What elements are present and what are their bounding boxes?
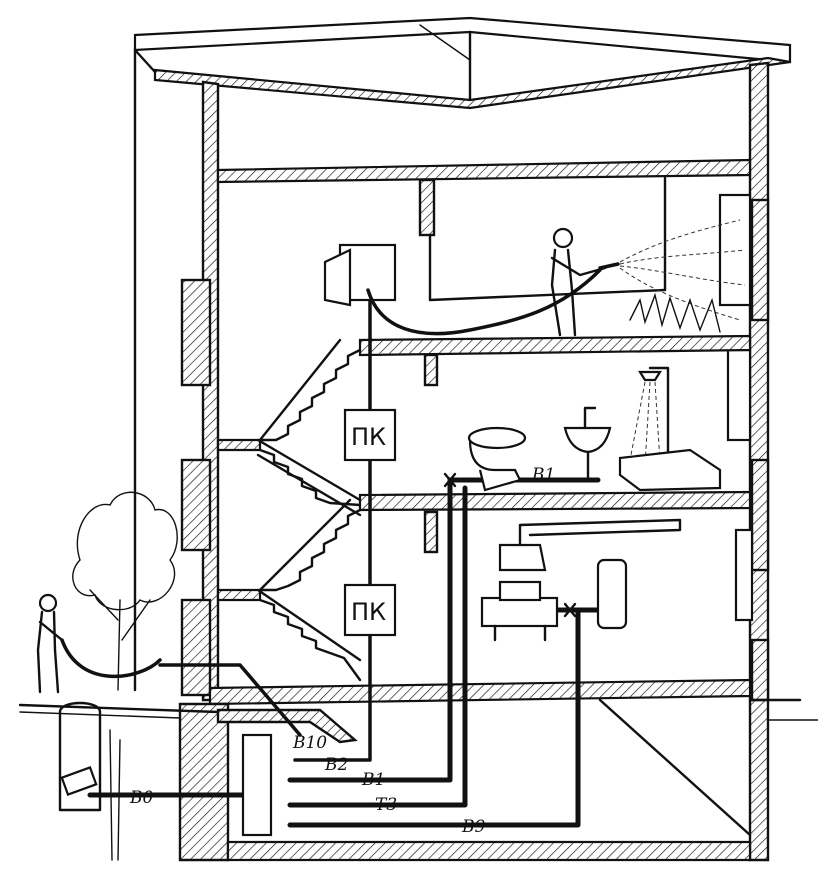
pipe-label-b2: В2: [324, 755, 348, 775]
water-heater-icon: [596, 558, 628, 630]
roof: [133, 16, 792, 110]
pipe-label-b10: В10: [292, 733, 327, 753]
fire-cabinet-label: ПК: [351, 423, 386, 451]
fume-hood-icon: [498, 518, 682, 572]
walls: [133, 48, 770, 862]
pipe-label-b1-floor: В1: [531, 465, 555, 485]
fire-cabinet-lower: ПК: [343, 583, 397, 637]
fire-cabinet-label: ПК: [351, 598, 386, 626]
pipe-label-b9: В9: [461, 817, 485, 837]
toilet-icon: [467, 426, 527, 492]
pipe-label-b1-basement: В1: [361, 770, 385, 790]
well: [58, 701, 121, 861]
gardener-icon: [36, 593, 162, 694]
fire-cabinet-upper: ПК: [343, 408, 397, 462]
pipe-label-b0: В0: [129, 788, 153, 808]
pipe-label-t3: Т3: [375, 795, 397, 815]
water-meter-icon: [241, 733, 273, 837]
machine-icon: [480, 580, 559, 642]
staircase: [256, 338, 362, 682]
washbasin-icon: [563, 406, 612, 480]
pipes: [87, 288, 603, 837]
fire-hose-cabinet-top: [323, 243, 602, 336]
shower-icon: [629, 366, 670, 477]
basement: [18, 698, 818, 862]
bathtub-icon: [618, 448, 722, 492]
firefighter-icon: [550, 219, 746, 337]
